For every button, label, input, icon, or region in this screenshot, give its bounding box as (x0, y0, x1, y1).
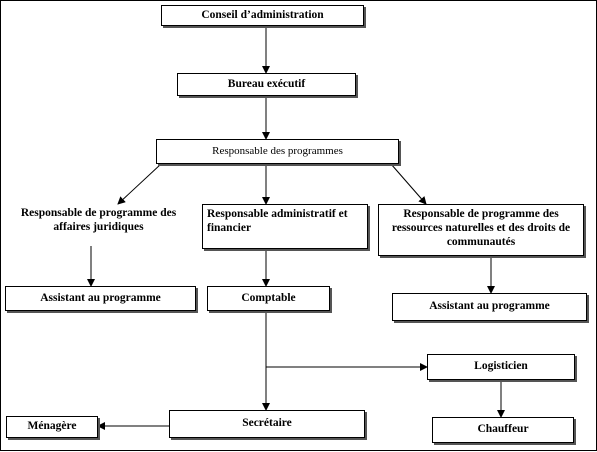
node-assistant-legal: Assistant au programme (5, 286, 196, 311)
node-secretary-label: Secrétaire (242, 417, 292, 430)
node-admin-label: Responsable administratif et financier (207, 208, 348, 234)
node-housekeeper: Ménagère (6, 416, 98, 438)
node-logistician-label: Logisticien (474, 360, 528, 373)
node-assistant-resources-label: Assistant au programme (429, 300, 550, 313)
node-resources: Responsable de programme des ressources … (378, 204, 584, 256)
node-legal-label: Responsable de programme des affaires ju… (20, 207, 177, 233)
node-logistician: Logisticien (427, 354, 575, 380)
node-assistant-legal-label: Assistant au programme (40, 291, 161, 304)
node-resources-label: Responsable de programme des ressources … (391, 208, 571, 248)
node-assistant-resources: Assistant au programme (392, 293, 587, 321)
node-driver: Chauffeur (432, 417, 574, 443)
node-board: Conseil d’administration (161, 5, 364, 26)
node-admin: Responsable administratif et financier (202, 204, 368, 249)
node-exec-label: Bureau exécutif (227, 77, 306, 90)
node-driver-label: Chauffeur (477, 423, 529, 436)
node-legal: Responsable de programme des affaires ju… (5, 204, 192, 246)
node-secretary: Secrétaire (169, 410, 365, 438)
node-exec: Bureau exécutif (177, 73, 356, 96)
node-accountant-label: Comptable (241, 291, 296, 304)
connector-programs-resources (390, 163, 427, 205)
node-housekeeper-label: Ménagère (27, 420, 77, 433)
node-board-label: Conseil d’administration (201, 8, 324, 21)
node-programs-label: Responsable des programmes (212, 144, 343, 157)
connector-programs-legal (117, 163, 162, 205)
node-programs: Responsable des programmes (156, 139, 399, 164)
node-accountant: Comptable (207, 286, 330, 311)
